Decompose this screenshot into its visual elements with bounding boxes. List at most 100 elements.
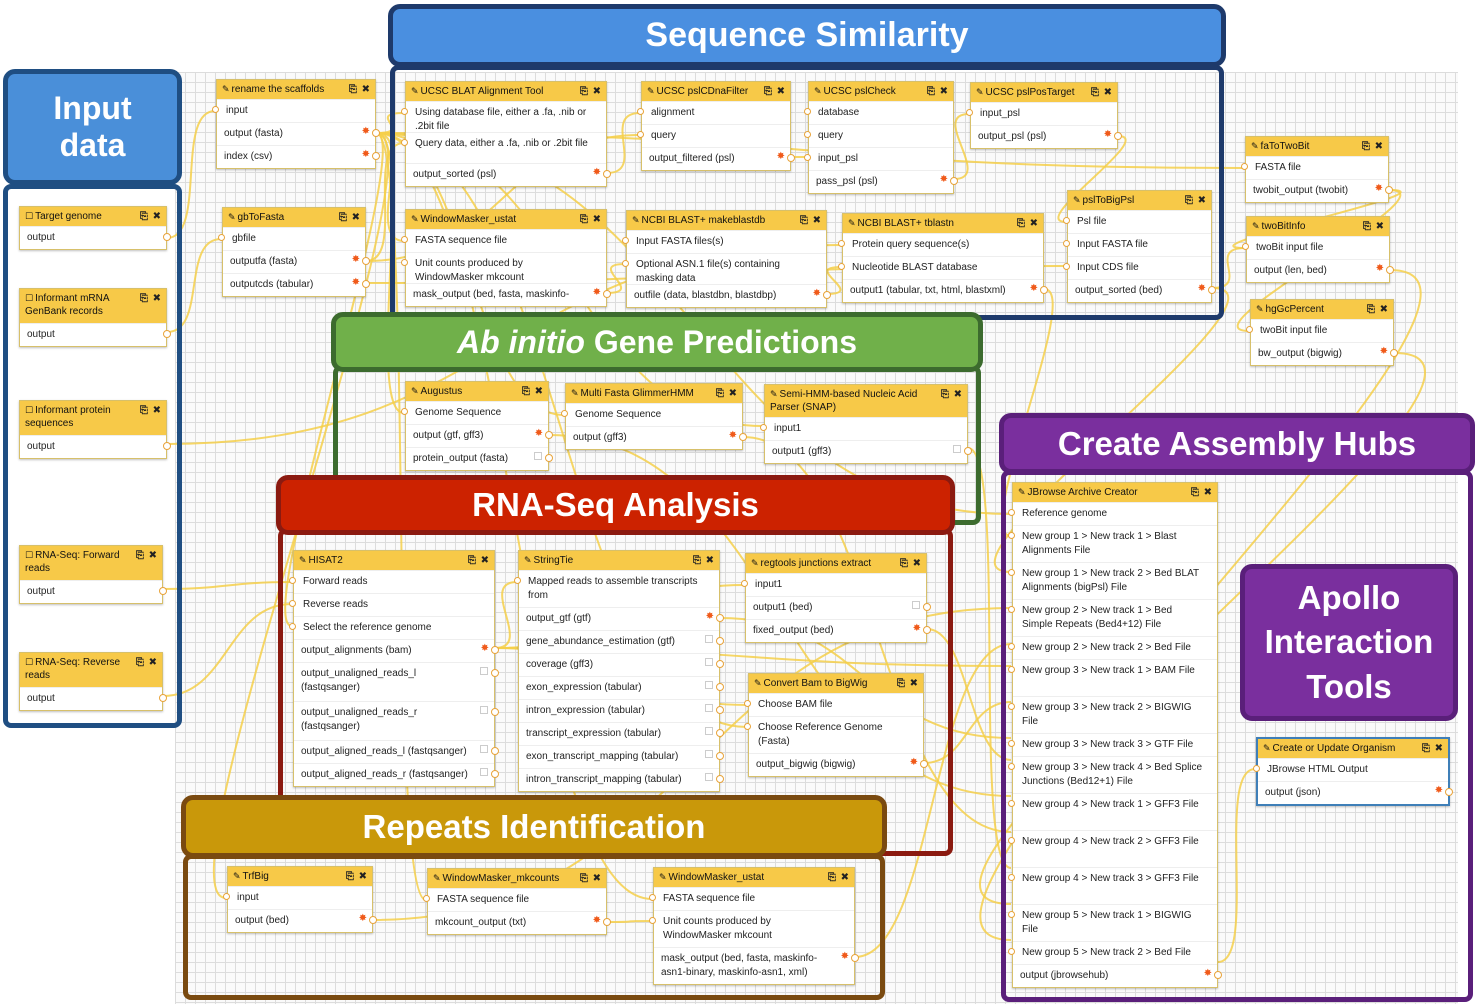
input-terminal[interactable] xyxy=(1246,326,1253,333)
copy-icon[interactable]: ⎘ xyxy=(338,212,348,223)
output-terminal[interactable] xyxy=(1390,349,1398,357)
output-terminal[interactable] xyxy=(603,918,611,926)
input-terminal[interactable] xyxy=(622,260,629,267)
output-terminal[interactable] xyxy=(1385,186,1393,194)
workflow-output-star-icon[interactable]: ✸ xyxy=(1203,968,1212,979)
output-terminal[interactable] xyxy=(920,760,928,768)
node-makeblastdb[interactable]: ✎NCBI BLAST+ makeblastdb⎘ ✖Input FASTA f… xyxy=(622,210,831,308)
node-windowmasker-ustat-top[interactable]: ✎WindowMasker_ustat⎘ ✖FASTA sequence fil… xyxy=(401,209,611,307)
output-terminal[interactable] xyxy=(1208,286,1216,294)
output-terminal[interactable] xyxy=(716,614,724,622)
workflow-output-toggle[interactable] xyxy=(480,706,488,714)
node-title[interactable]: ☐Informant mRNA GenBank records⎘ ✖ xyxy=(20,289,166,323)
close-icon[interactable]: ✖ xyxy=(949,389,963,400)
node-title[interactable]: ✎faToTwoBit⎘ ✖ xyxy=(1246,137,1388,156)
close-icon[interactable]: ✖ xyxy=(1099,87,1113,98)
workflow-output-toggle[interactable] xyxy=(705,773,713,781)
workflow-output-star-icon[interactable]: ✸ xyxy=(534,428,543,439)
input-terminal[interactable] xyxy=(838,240,845,247)
input-terminal[interactable] xyxy=(1008,948,1015,955)
node-pslpostarget[interactable]: ✎UCSC pslPosTarget⎘ ✖input_psl✸output_ps… xyxy=(966,82,1122,149)
node-wm-ustat-bottom[interactable]: ✎WindowMasker_ustat⎘ ✖FASTA sequence fil… xyxy=(649,867,859,985)
copy-icon[interactable]: ⎘ xyxy=(763,86,773,97)
node-bam2bigwig[interactable]: ✎Convert Bam to BigWig⎘ ✖Choose BAM file… xyxy=(744,673,928,777)
input-terminal[interactable] xyxy=(401,139,408,146)
node-title[interactable]: ☐RNA-Seq: Forward reads⎘ ✖ xyxy=(20,546,162,580)
node-title[interactable]: ✎NCBI BLAST+ makeblastdb⎘ ✖ xyxy=(627,211,826,230)
input-terminal[interactable] xyxy=(1063,217,1070,224)
input-terminal[interactable] xyxy=(637,108,644,115)
close-icon[interactable]: ✖ xyxy=(1375,304,1389,315)
node-informant-mrna[interactable]: ☐Informant mRNA GenBank records⎘ ✖output xyxy=(19,288,171,347)
output-terminal[interactable] xyxy=(923,603,931,611)
node-title[interactable]: ✎Semi-HMM-based Nucleic Acid Parser (SNA… xyxy=(765,385,967,417)
close-icon[interactable]: ✖ xyxy=(908,558,922,569)
input-terminal[interactable] xyxy=(1008,703,1015,710)
input-terminal[interactable] xyxy=(804,108,811,115)
output-terminal[interactable] xyxy=(964,447,972,455)
output-terminal[interactable] xyxy=(362,257,370,265)
output-terminal[interactable] xyxy=(716,752,724,760)
workflow-output-toggle[interactable] xyxy=(705,658,713,666)
node-blat[interactable]: ✎UCSC BLAT Alignment Tool⎘ ✖Using databa… xyxy=(401,81,611,187)
node-fatotwobit[interactable]: ✎faToTwoBit⎘ ✖FASTA file✸twobit_output (… xyxy=(1241,136,1393,203)
output-terminal[interactable] xyxy=(923,626,931,634)
output-terminal[interactable] xyxy=(1386,266,1394,274)
close-icon[interactable]: ✖ xyxy=(1371,221,1385,232)
output-terminal[interactable] xyxy=(603,290,611,298)
input-terminal[interactable] xyxy=(1008,643,1015,650)
copy-icon[interactable]: ⎘ xyxy=(799,215,809,226)
workflow-output-star-icon[interactable]: ✸ xyxy=(351,277,360,288)
workflow-output-star-icon[interactable]: ✸ xyxy=(728,430,737,441)
workflow-output-star-icon[interactable]: ✸ xyxy=(480,643,489,654)
input-terminal[interactable] xyxy=(1241,163,1248,170)
close-icon[interactable]: ✖ xyxy=(1193,195,1207,206)
close-icon[interactable]: ✖ xyxy=(1430,743,1444,754)
node-hggcpercent[interactable]: ✎hgGcPercent⎘ ✖twoBit input file✸bw_outp… xyxy=(1246,299,1398,366)
workflow-output-star-icon[interactable]: ✸ xyxy=(776,151,785,162)
close-icon[interactable]: ✖ xyxy=(772,86,786,97)
copy-icon[interactable]: ⎘ xyxy=(1361,141,1371,152)
workflow-output-star-icon[interactable]: ✸ xyxy=(705,611,714,622)
node-rename-scaffolds[interactable]: ✎rename the scaffolds⎘ ✖input✸output (fa… xyxy=(212,79,380,169)
copy-icon[interactable]: ⎘ xyxy=(1421,743,1431,754)
input-terminal[interactable] xyxy=(401,108,408,115)
close-icon[interactable]: ✖ xyxy=(1199,487,1213,498)
close-icon[interactable]: ✖ xyxy=(476,555,490,566)
workflow-output-toggle[interactable] xyxy=(534,452,542,460)
input-terminal[interactable] xyxy=(966,109,973,116)
output-terminal[interactable] xyxy=(372,129,380,137)
close-icon[interactable]: ✖ xyxy=(148,293,162,304)
node-title[interactable]: ✎UCSC pslPosTarget⎘ ✖ xyxy=(971,83,1117,102)
workflow-output-toggle[interactable] xyxy=(480,768,488,776)
output-terminal[interactable] xyxy=(716,729,724,737)
workflow-output-toggle[interactable] xyxy=(705,750,713,758)
input-terminal[interactable] xyxy=(649,917,656,924)
close-icon[interactable]: ✖ xyxy=(588,214,602,225)
node-title[interactable]: ✎UCSC pslCDnaFilter⎘ ✖ xyxy=(642,82,790,101)
workflow-output-star-icon[interactable]: ✸ xyxy=(1029,283,1038,294)
output-terminal[interactable] xyxy=(787,154,795,162)
copy-icon[interactable]: ⎘ xyxy=(926,86,936,97)
output-terminal[interactable] xyxy=(716,683,724,691)
input-terminal[interactable] xyxy=(401,408,408,415)
input-terminal[interactable] xyxy=(804,154,811,161)
copy-icon[interactable]: ⎘ xyxy=(715,388,725,399)
input-terminal[interactable] xyxy=(1253,765,1260,772)
output-terminal[interactable] xyxy=(851,954,859,962)
node-title[interactable]: ✎gbToFasta⎘ ✖ xyxy=(223,208,365,227)
close-icon[interactable]: ✖ xyxy=(808,215,822,226)
node-title[interactable]: ✎StringTie⎘ ✖ xyxy=(519,551,719,570)
output-terminal[interactable] xyxy=(950,177,958,185)
close-icon[interactable]: ✖ xyxy=(588,86,602,97)
node-title[interactable]: ✎Multi Fasta GlimmerHMM⎘ ✖ xyxy=(566,384,742,403)
node-trfbig[interactable]: ✎TrfBig⎘ ✖input✸output (bed) xyxy=(223,866,377,933)
output-terminal[interactable] xyxy=(1445,788,1453,796)
copy-icon[interactable]: ⎘ xyxy=(940,389,950,400)
copy-icon[interactable]: ⎘ xyxy=(139,405,149,416)
node-snap[interactable]: ✎Semi-HMM-based Nucleic Acid Parser (SNA… xyxy=(760,384,972,464)
node-glimmerhmm[interactable]: ✎Multi Fasta GlimmerHMM⎘ ✖Genome Sequenc… xyxy=(561,383,747,450)
